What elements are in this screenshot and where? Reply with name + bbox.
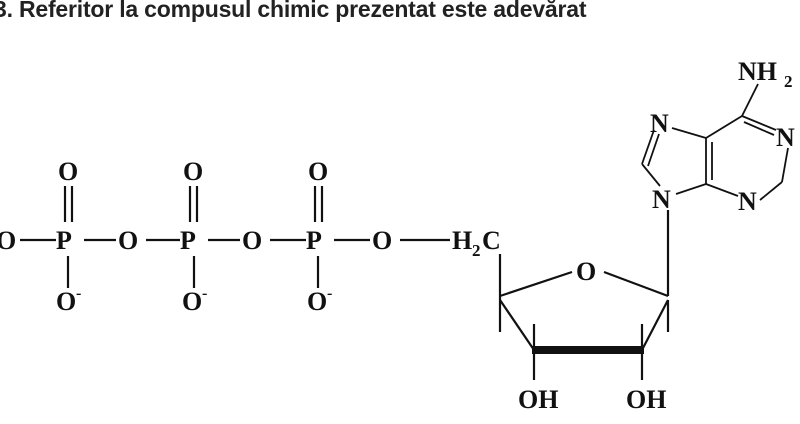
atom-h-ch2: H <box>452 226 472 255</box>
atom-o-ring: O <box>576 257 596 286</box>
atom-p1-minus-charge: - <box>76 285 81 302</box>
bond-c6-n1-a <box>741 115 777 131</box>
bond-c6-nh2 <box>741 83 759 117</box>
bond-oring-c1 <box>603 270 669 298</box>
bond-n9-c8 <box>641 163 661 187</box>
bond-c4-oring <box>499 270 573 298</box>
atom-n9: N <box>652 185 671 214</box>
bond-n3-c4 <box>705 183 739 197</box>
bond-n7-c5 <box>671 127 707 139</box>
atom-p1: P <box>56 226 72 255</box>
atom-labels: O P O O - O P O O - O P O O - O H 2 C O … <box>0 57 795 414</box>
atom-nh2-subscript: 2 <box>784 72 793 91</box>
atom-o-bridge-3: O <box>372 226 392 255</box>
atom-p2: P <box>180 226 196 255</box>
phosphate-chain-bonds <box>20 186 450 288</box>
atom-n3: N <box>738 187 757 216</box>
ribose-ring <box>498 210 670 380</box>
atom-p1-double-o: O <box>58 157 78 186</box>
atom-p2-double-o: O <box>183 157 203 186</box>
atom-o-bridge-1: O <box>118 226 138 255</box>
atom-p2-o-minus: O <box>182 287 202 316</box>
atom-p3-minus-charge: - <box>327 285 332 302</box>
atom-p1-o-minus: O <box>56 287 76 316</box>
question-text: 3. Referitor la compusul chimic prezenta… <box>0 0 587 22</box>
bond-c2-n3 <box>759 181 783 201</box>
bond-c1-c2 <box>641 299 669 351</box>
bond-c6-n1-b <box>743 121 775 136</box>
atom-n1: N <box>776 123 795 152</box>
atom-c-ch2: C <box>482 226 501 255</box>
atom-o-terminal: O <box>0 226 16 255</box>
bond-c8-n7-a <box>641 129 655 165</box>
bond-n9-c4 <box>675 183 707 195</box>
atom-oh-c3: OH <box>518 385 558 414</box>
adenine-base <box>641 83 789 201</box>
atom-ch2-subscript: 2 <box>472 241 481 260</box>
bond-c8-n7-b <box>647 133 660 167</box>
atom-p3-double-o: O <box>308 157 328 186</box>
atom-n7: N <box>650 109 669 138</box>
bond-n1-c2 <box>781 147 789 183</box>
atom-p3-o-minus: O <box>307 287 327 316</box>
bond-c4-c3 <box>499 299 535 351</box>
atom-oh-c2: OH <box>626 385 666 414</box>
atom-p3: P <box>306 226 322 255</box>
bond-c5-c6 <box>705 115 743 139</box>
atom-nh2: NH <box>738 57 777 86</box>
atom-o-bridge-2: O <box>242 226 262 255</box>
atom-p2-minus-charge: - <box>202 285 207 302</box>
